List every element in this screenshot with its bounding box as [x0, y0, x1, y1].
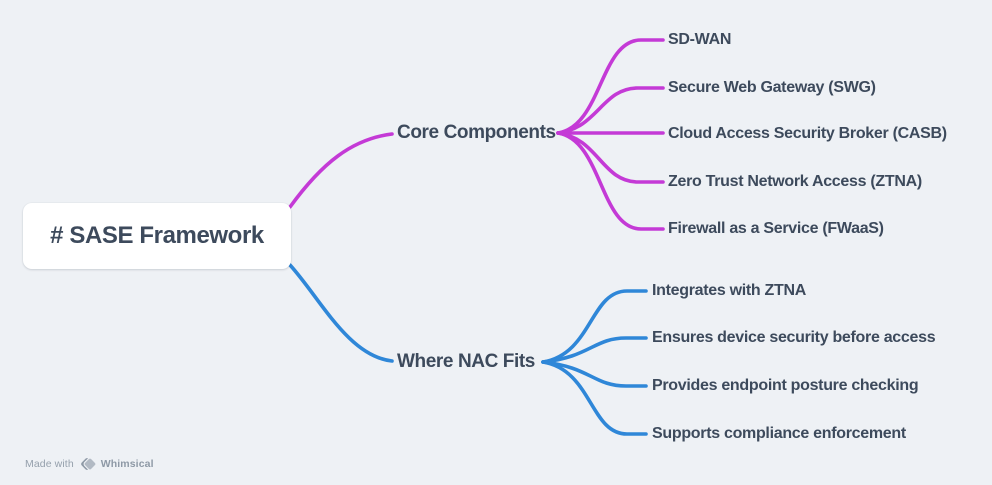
edges-where-nac-fits: [288, 263, 648, 436]
node-provides-endpoint-posture[interactable]: Provides endpoint posture checking: [652, 377, 919, 394]
edge-nac-child-3: [541, 360, 648, 436]
watermark-brand-label: Whimsical: [100, 458, 154, 470]
node-integrates-with-ztna[interactable]: Integrates with ZTNA: [652, 282, 807, 299]
edges-core-components: [288, 38, 665, 231]
whimsical-logo-icon: [80, 457, 96, 471]
edge-core-child-0: [556, 38, 665, 135]
edge-nac-child-0: [541, 289, 648, 364]
node-supports-compliance[interactable]: Supports compliance enforcement: [652, 425, 906, 442]
node-sd-wan[interactable]: SD-WAN: [668, 31, 732, 48]
node-ensures-device-security[interactable]: Ensures device security before access: [652, 329, 936, 346]
edge-core-child-1: [556, 86, 665, 135]
node-where-nac-fits[interactable]: Where NAC Fits: [397, 351, 535, 372]
edge-root-to-core-components: [288, 132, 394, 209]
node-firewall-as-a-service[interactable]: Firewall as a Service (FWaaS): [668, 220, 884, 237]
edge-nac-child-1: [541, 336, 648, 364]
whimsical-watermark[interactable]: Made with Whimsical: [25, 457, 154, 471]
node-root-sase-framework[interactable]: # SASE Framework: [23, 203, 291, 269]
edge-core-child-4: [556, 131, 665, 231]
node-core-components[interactable]: Core Components: [397, 122, 556, 143]
edge-root-to-where-nac-fits: [288, 263, 394, 363]
edge-nac-child-2: [541, 360, 648, 388]
node-zero-trust-network-access[interactable]: Zero Trust Network Access (ZTNA): [668, 173, 922, 190]
node-secure-web-gateway[interactable]: Secure Web Gateway (SWG): [668, 79, 876, 96]
watermark-made-with-label: Made with: [25, 458, 74, 470]
node-cloud-access-security-broker[interactable]: Cloud Access Security Broker (CASB): [668, 125, 947, 142]
